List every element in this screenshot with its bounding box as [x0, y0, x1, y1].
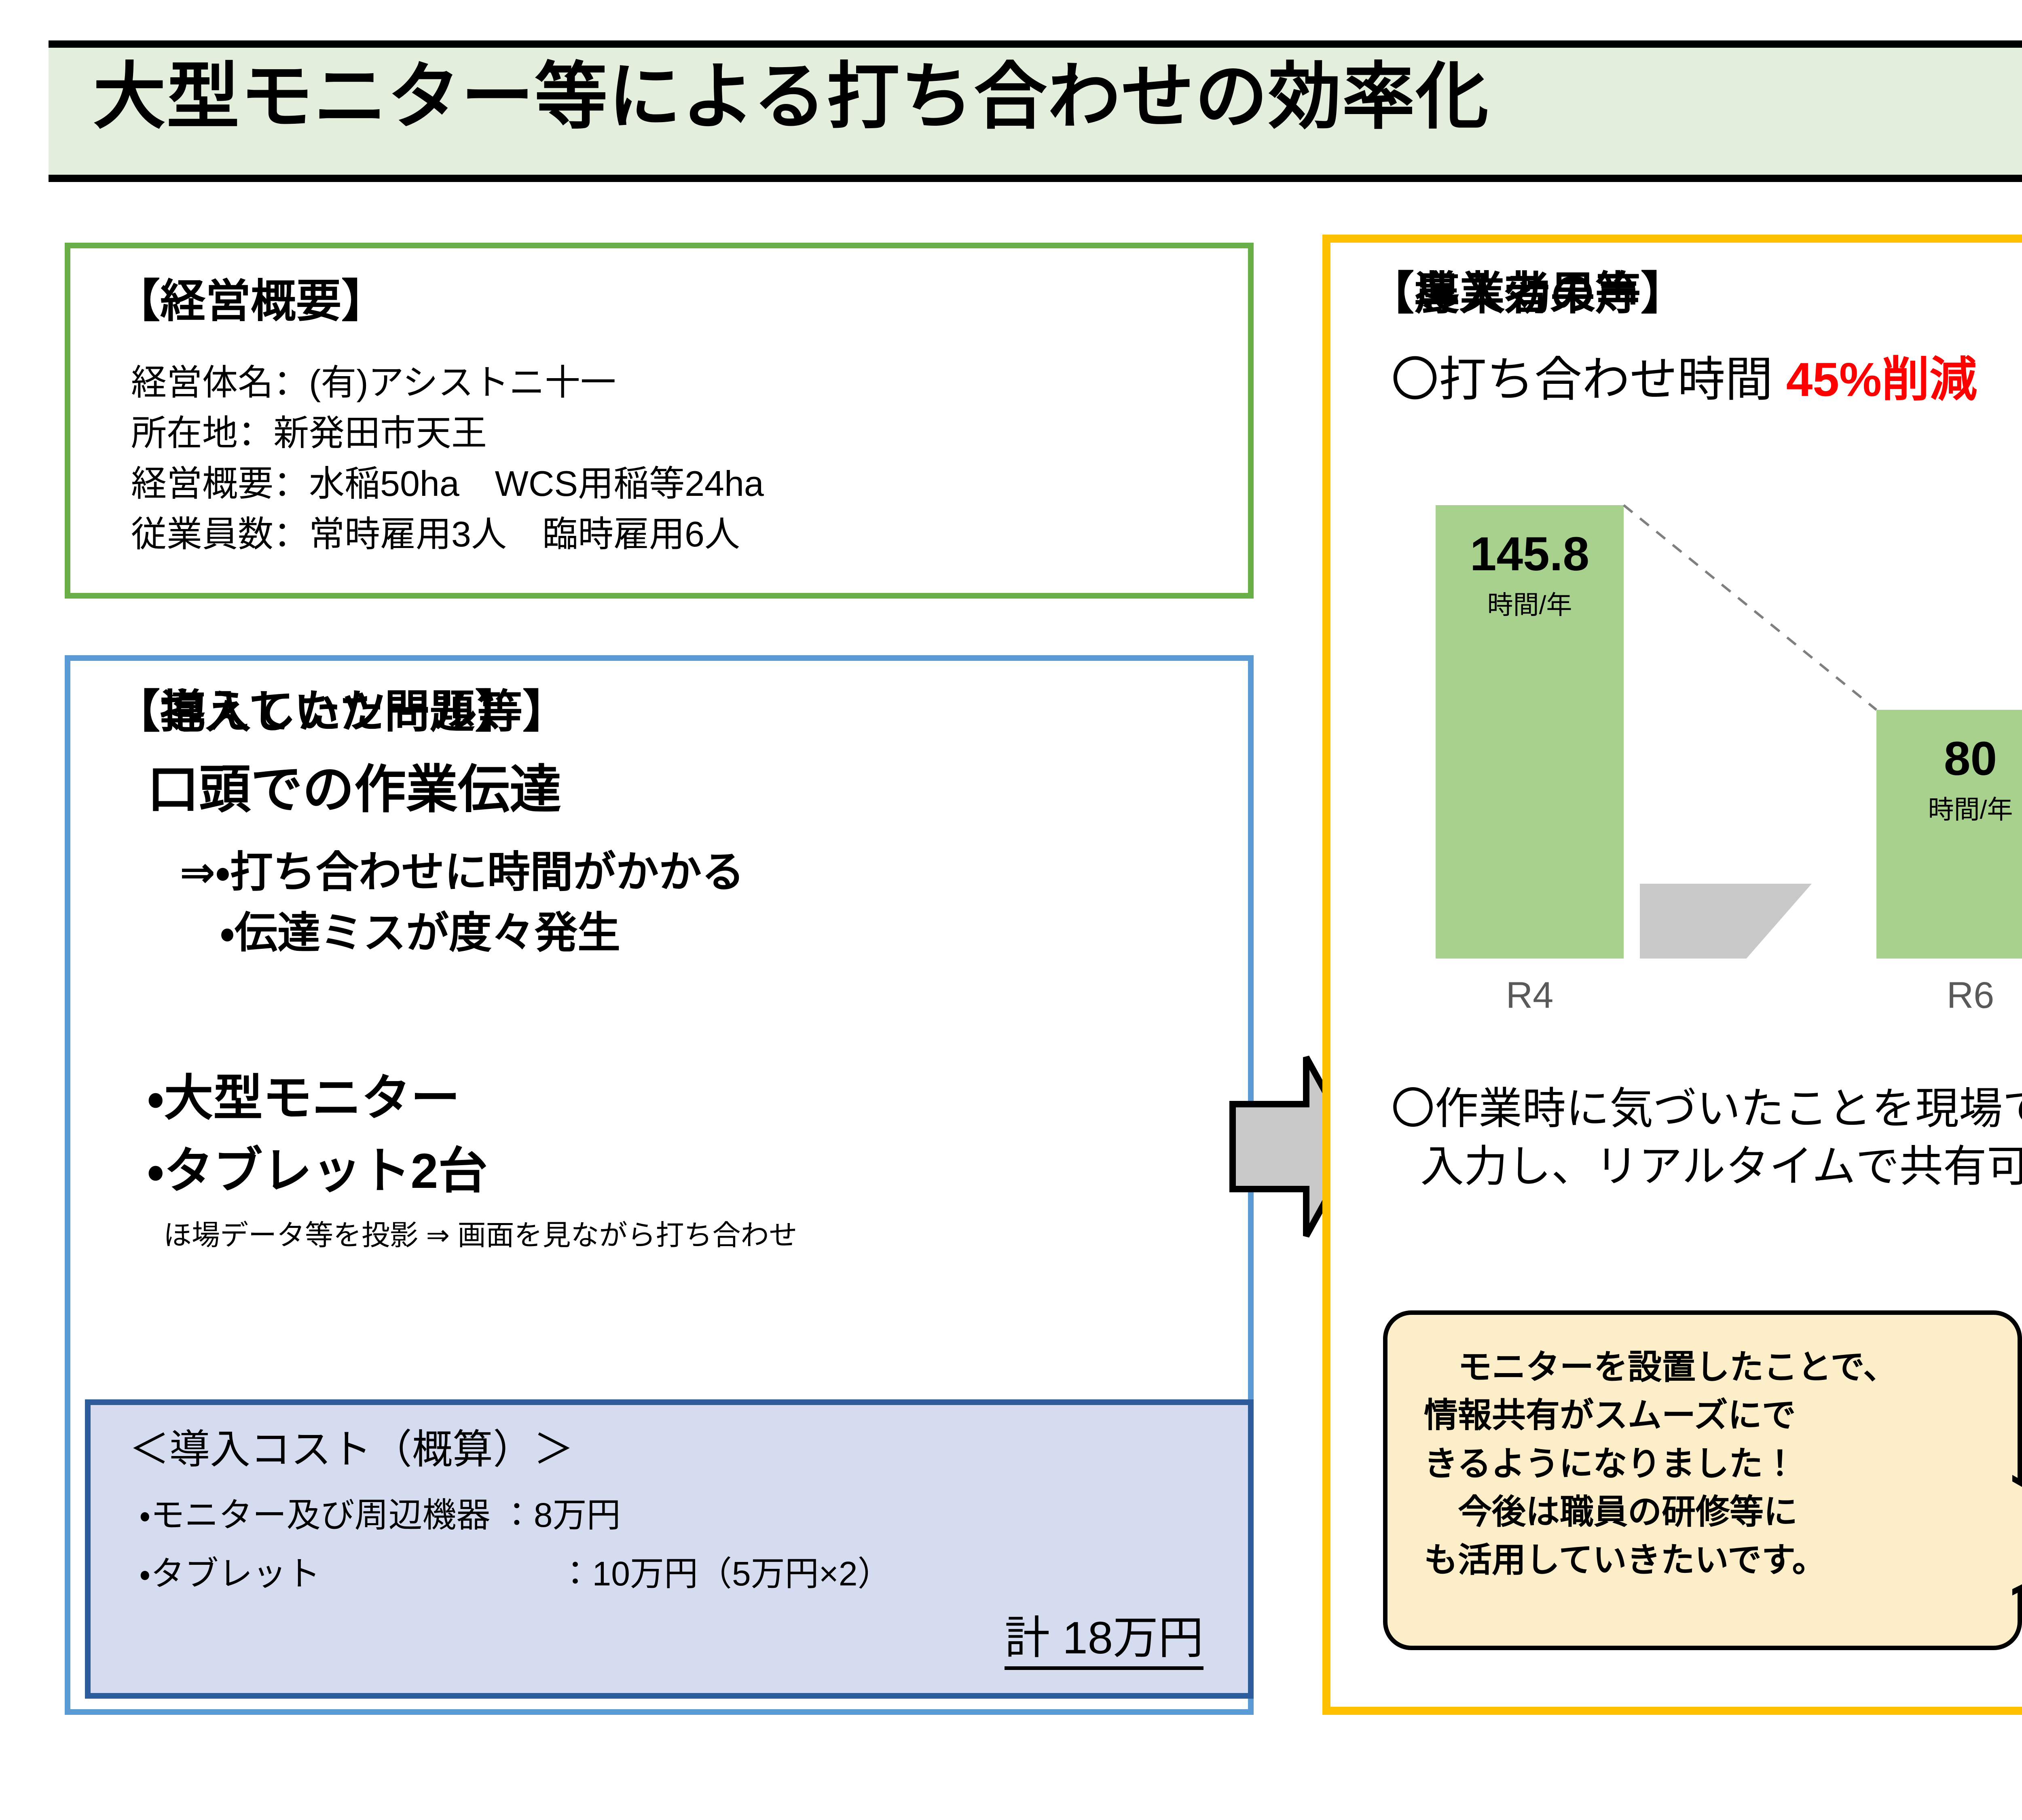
- tool-item: ・タブレット2台: [147, 1143, 488, 1198]
- problem-consequence-2: ・伝達ミスが度々発生: [220, 909, 621, 957]
- effect-secondary-text: 〇作業時に気づいたことを現場で 入力し、リアルタイムで共有可能に: [1391, 1080, 2022, 1195]
- problem-main-text: 口頭での作業伝達: [147, 761, 562, 819]
- voice-section-title: 【農業者の声】: [1369, 268, 1686, 319]
- bar-r4: 145.8 時間/年: [1436, 505, 1624, 959]
- problem-section-title: 【抱えていた問題】: [115, 686, 520, 737]
- bar-r6: 80 時間/年: [1876, 710, 2022, 959]
- panel-introduction-cost: ＜導入コスト（概算）＞ ・モニター及び周辺機器 ：8万円 ・タブレット ：10万…: [85, 1399, 1254, 1699]
- overview-label: 所在地: [131, 413, 238, 453]
- panel-introduction-effects: 【導入効果等】 〇打ち合わせ時間 45%削減 145.8 時間/年 80 時間/…: [1322, 235, 2022, 1715]
- tools-section-title: 【導入したツール等】: [115, 686, 568, 737]
- testimonial-speech-bubble: モニターを設置したことで、 情報共有がスムーズにで きるようになりました！ 今後…: [1383, 1310, 2022, 1650]
- bar-unit-label: 時間/年: [1928, 795, 2013, 824]
- page-title: 大型モニター等による打ち合わせの効率化: [93, 56, 1489, 138]
- overview-row: 従業員数：常時雇用3人 臨時雇用6人: [131, 509, 764, 560]
- x-tick-label: R4: [1506, 975, 1554, 1016]
- bar-unit-label: 時間/年: [1487, 590, 1572, 620]
- tool-item: ・大型モニター: [147, 1071, 460, 1126]
- overview-list: 経営体名：(有)アシストニ十一 所在地：新発田市天王 経営概要：水稲50ha W…: [131, 358, 764, 560]
- overview-row: 経営体名：(有)アシストニ十一: [131, 358, 764, 408]
- tools-note: ほ場データ等を投影 ⇒ 画面を見ながら打ち合わせ: [163, 1219, 797, 1251]
- speech-bubble-tail: [2002, 1468, 2022, 1602]
- testimonial-line: モニターを設置したことで、: [1424, 1348, 1897, 1386]
- bar-value-label: 145.8: [1470, 527, 1590, 581]
- effect-headline: 〇打ち合わせ時間 45%削減: [1391, 356, 1977, 404]
- testimonial-line: も活用していきたいです。: [1424, 1541, 1826, 1579]
- bar-value-label: 80: [1944, 732, 1997, 785]
- cost-title: ＜導入コスト（概算）＞: [129, 1427, 574, 1472]
- x-tick-label: R6: [1946, 975, 1995, 1016]
- cost-row: ・モニター及び周辺機器 ：8万円: [139, 1496, 621, 1534]
- problem-consequence-1: ⇒・打ち合わせに時間がかかる: [180, 849, 745, 896]
- overview-value: (有)アシストニ十一: [309, 362, 616, 402]
- panel-management-overview: 【経営概要】 経営体名：(有)アシストニ十一 所在地：新発田市天王 経営概要：水…: [65, 243, 1254, 599]
- overview-section-title: 【経営概要】: [115, 276, 387, 326]
- overview-sep: ：: [273, 362, 309, 402]
- overview-value: 常時雇用3人 臨時雇用6人: [309, 514, 740, 554]
- cost-row: ・タブレット ：10万円（5万円×2）: [139, 1555, 892, 1593]
- overview-value: 新発田市天王: [273, 413, 487, 453]
- header-band: [49, 40, 2022, 182]
- overview-label: 経営概要: [131, 463, 274, 504]
- overview-label: 経営体名: [131, 362, 274, 402]
- testimonial-line: 情報共有がスムーズにで: [1424, 1396, 1796, 1435]
- overview-sep: ：: [273, 463, 309, 504]
- cost-total: 計 18万円: [1005, 1615, 1203, 1670]
- overview-row: 所在地：新発田市天王: [131, 408, 764, 459]
- meeting-time-bar-chart: 145.8 時間/年 80 時間/年 R4 R6: [1399, 453, 2022, 1048]
- testimonial-text: モニターを設置したことで、 情報共有がスムーズにで きるようになりました！ 今後…: [1424, 1343, 1998, 1584]
- overview-label: 従業員数: [131, 514, 274, 554]
- overview-sep: ：: [238, 413, 274, 453]
- effect-headline-highlight: 45%削減: [1786, 353, 1977, 406]
- overview-sep: ：: [273, 514, 309, 554]
- overview-value: 水稲50ha WCS用稲等24ha: [309, 463, 764, 504]
- farmer-mascot-illustration: [2006, 1323, 2022, 1759]
- effect-headline-prefix: 〇打ち合わせ時間: [1391, 353, 1786, 406]
- bar-shadow: [1640, 884, 1812, 959]
- overview-row: 経営概要：水稲50ha WCS用稲等24ha: [131, 459, 764, 509]
- testimonial-line: 今後は職員の研修等に: [1424, 1492, 1798, 1531]
- effect-section-title: 【導入効果等】: [1369, 268, 1686, 319]
- effect-secondary-line-1: 〇作業時に気づいたことを現場で: [1391, 1084, 2022, 1133]
- effect-secondary-line-2: 入力し、リアルタイムで共有可能に: [1420, 1141, 2022, 1191]
- testimonial-line: きるようになりました！: [1424, 1444, 1797, 1483]
